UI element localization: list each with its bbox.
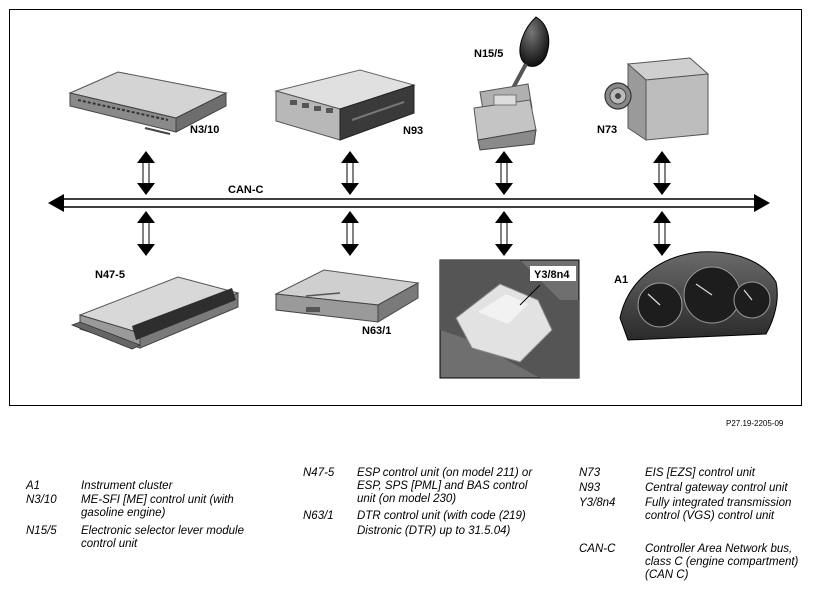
bus-label: CAN-C: [228, 184, 263, 196]
legend-text: Electronic selector lever module control…: [81, 525, 244, 550]
connection-arrow: [341, 211, 359, 256]
legend-text: Controller Area Network bus, class C (en…: [645, 543, 799, 581]
component-label: N73: [597, 124, 617, 136]
legend-code: N15/5: [26, 525, 57, 537]
legend-code: N47-5: [303, 467, 335, 479]
selector-lever-module-image: [473, 16, 550, 151]
connection-arrow: [137, 151, 155, 195]
legend-code: N3/10: [26, 494, 57, 506]
component-label: Y3/8n4: [534, 269, 570, 281]
legend-code: N73: [579, 467, 601, 479]
component-label: N63/1: [362, 325, 391, 337]
connection-arrow: [495, 151, 513, 195]
component-label: N3/10: [190, 124, 219, 136]
legend-text: EIS [EZS] control unit: [645, 467, 755, 479]
engine-control-unit-image: [68, 71, 228, 135]
component-label: N47-5: [95, 269, 125, 281]
connection-arrow: [341, 151, 359, 195]
eis-control-unit-image: [604, 57, 710, 141]
component-label: N93: [403, 125, 423, 137]
component-label: N15/5: [474, 48, 503, 60]
dtr-control-unit-image: [274, 269, 420, 323]
legend-code: N63/1: [303, 510, 334, 522]
legend-text: Distronic (DTR) up to 31.5.04): [357, 525, 511, 537]
legend-text: Instrument cluster: [81, 480, 173, 492]
figure-id: P27.19-2205-09: [726, 419, 784, 428]
legend-code: A1: [26, 480, 41, 492]
esp-control-unit-image: [70, 276, 240, 350]
legend-code: Y3/8n4: [579, 497, 616, 509]
connection-arrow: [137, 211, 155, 256]
legend-text: Fully integrated transmission control (V…: [645, 497, 792, 522]
legend-text: ME-SFI [ME] control unit (with gasoline …: [81, 494, 234, 519]
legend-code: N93: [579, 482, 601, 494]
transmission-control-unit-image: [439, 259, 580, 379]
component-label: A1: [614, 274, 628, 286]
legend-code: CAN-C: [579, 543, 616, 555]
legend-text: DTR control unit (with code (219): [357, 510, 526, 522]
can-c-bus-line: [48, 194, 770, 212]
connection-arrow: [653, 211, 671, 256]
instrument-cluster-image: [619, 251, 778, 341]
connection-arrow: [653, 151, 671, 195]
legend-text: ESP control unit (on model 211) or ESP, …: [357, 467, 533, 505]
gateway-control-unit-image: [274, 69, 416, 141]
can-bus-diagram: CAN-C: [48, 16, 778, 379]
legend-text: Central gateway control unit: [645, 482, 788, 494]
connection-arrow: [495, 211, 513, 256]
